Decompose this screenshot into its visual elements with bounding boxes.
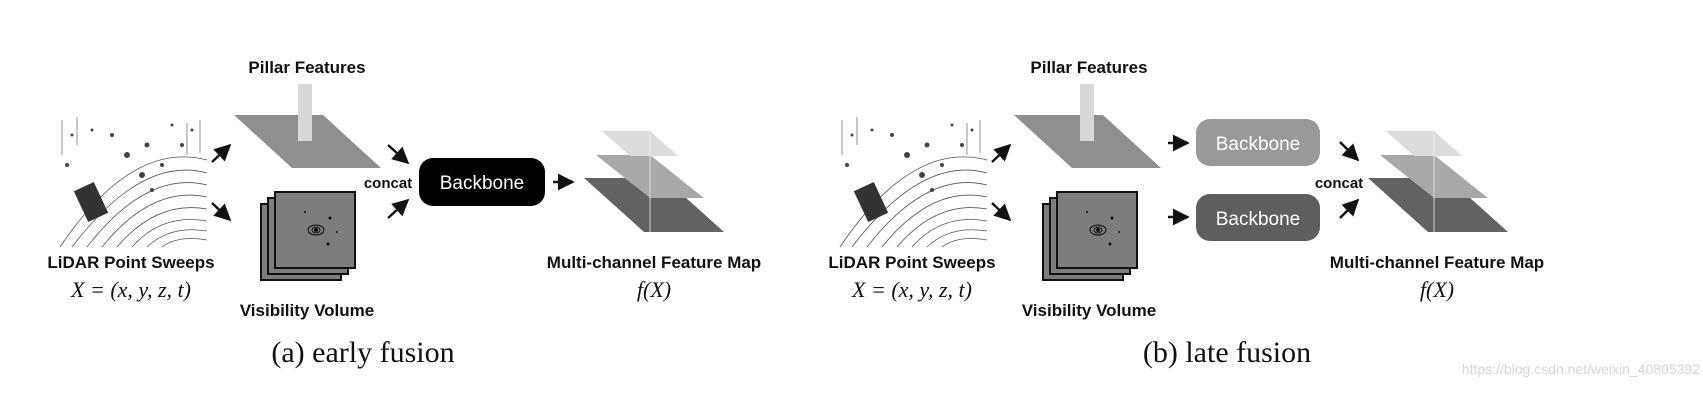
panel-late-fusion: Pillar Features Visibility Volume Backbo… xyxy=(828,58,1544,369)
concat-label: concat xyxy=(364,175,412,192)
backbone-label: Backbone xyxy=(440,173,525,194)
arrow-visibility-to-backbone xyxy=(387,198,410,219)
visibility-volume-label: Visibility Volume xyxy=(1022,301,1156,320)
arrow-backbone-top-to-featuremap xyxy=(1339,141,1360,162)
visibility-volume-icon xyxy=(1042,191,1138,281)
watermark: https://blog.csdn.net/weixin_40805392 xyxy=(1462,361,1700,377)
feature-map-layers-icon xyxy=(584,131,724,232)
backbone-top-box xyxy=(1196,119,1320,166)
backbone-box xyxy=(419,158,545,206)
feature-map-math: f(X) xyxy=(637,277,671,302)
arrow-lidar-to-visibility xyxy=(991,202,1012,222)
arrow-lidar-to-pillar xyxy=(991,143,1012,163)
concat-label: concat xyxy=(1315,175,1363,192)
panel-early-fusion: Pillar Features Visibility Volume concat… xyxy=(47,58,761,369)
visibility-volume-icon xyxy=(260,191,356,281)
arrow-pillar-to-backbone xyxy=(387,144,410,165)
feature-map-label: Multi-channel Feature Map xyxy=(547,253,761,272)
backbone-bottom-box xyxy=(1196,194,1320,241)
lidar-label: LiDAR Point Sweeps xyxy=(47,253,214,272)
pillar-features-label: Pillar Features xyxy=(248,58,365,77)
feature-map-label: Multi-channel Feature Map xyxy=(1330,253,1544,272)
visibility-volume-label: Visibility Volume xyxy=(240,301,374,320)
arrow-backbone-bottom-to-featuremap xyxy=(1339,198,1360,219)
lidar-pointcloud-image xyxy=(52,115,208,248)
pillar-features-label: Pillar Features xyxy=(1030,58,1147,77)
pillar-features-icon xyxy=(234,84,381,168)
lidar-pointcloud-image xyxy=(832,115,988,248)
caption-early: (a) early fusion xyxy=(271,336,454,369)
backbone-bottom-label: Backbone xyxy=(1216,209,1301,230)
lidar-label: LiDAR Point Sweeps xyxy=(828,253,995,272)
pillar-features-icon xyxy=(1014,84,1161,168)
arrow-lidar-to-visibility xyxy=(211,202,232,222)
feature-map-math: f(X) xyxy=(1420,277,1454,302)
arrow-lidar-to-pillar xyxy=(211,143,232,163)
lidar-math: X = (x, y, z, t) xyxy=(70,277,191,302)
caption-late: (b) late fusion xyxy=(1143,336,1311,369)
backbone-top-label: Backbone xyxy=(1216,134,1301,155)
lidar-math: X = (x, y, z, t) xyxy=(851,277,972,302)
feature-map-layers-icon xyxy=(1368,131,1508,232)
